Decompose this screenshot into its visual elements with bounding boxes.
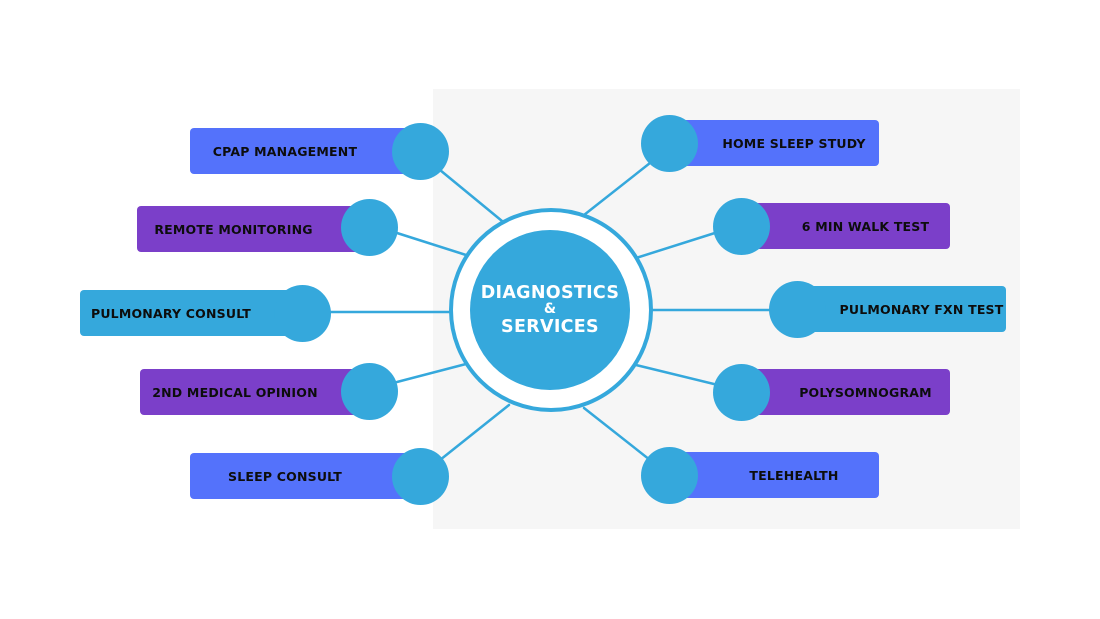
node-home-sleep-study	[641, 115, 698, 172]
connector-remote-monitoring	[395, 231, 468, 257]
node-sleep-consult	[392, 448, 449, 505]
service-label: PULMONARY FXN TEST	[839, 301, 1004, 317]
node-6-min-walk-test	[713, 198, 770, 255]
service-6-min-walk-test: 6 MIN WALK TEST	[741, 203, 950, 249]
node-remote-monitoring	[341, 199, 398, 256]
service-label: PULMONARY CONSULT	[90, 305, 252, 321]
node-cpap-management	[392, 123, 449, 180]
service-label: 6 MIN WALK TEST	[801, 218, 930, 234]
connector-polysomnogram	[634, 363, 720, 387]
service-label: 2ND MEDICAL OPINION	[152, 384, 318, 400]
service-label: HOME SLEEP STUDY	[722, 135, 866, 151]
service-label: REMOTE MONITORING	[154, 221, 313, 237]
service-label: CPAP MANAGEMENT	[212, 143, 358, 159]
service-sleep-consult: SLEEP CONSULT	[190, 453, 420, 499]
connector-telehealth	[582, 406, 652, 462]
node-2nd-medical-opinion	[341, 363, 398, 420]
service-label: TELEHEALTH	[749, 467, 839, 483]
service-label: SLEEP CONSULT	[228, 468, 342, 484]
hub-title-line1: DIAGNOSTICS	[480, 282, 620, 303]
connector-6-min-walk-test	[634, 230, 720, 260]
service-remote-monitoring: REMOTE MONITORING	[137, 206, 370, 252]
service-label: POLYSOMNOGRAM	[799, 384, 932, 400]
service-cpap-management: CPAP MANAGEMENT	[190, 128, 420, 174]
service-home-sleep-study: HOME SLEEP STUDY	[669, 120, 879, 166]
node-pulmonary-consult	[274, 285, 331, 342]
service-2nd-medical-opinion: 2ND MEDICAL OPINION	[140, 369, 370, 415]
service-pulmonary-consult: PULMONARY CONSULT	[80, 290, 302, 336]
service-telehealth: TELEHEALTH	[669, 452, 879, 498]
service-pulmonary-fxn-test: PULMONARY FXN TEST	[797, 286, 1006, 332]
hub-center: DIAGNOSTICS & SERVICES	[470, 230, 630, 390]
connector-cpap-management	[438, 168, 504, 223]
connector-sleep-consult	[438, 403, 511, 462]
node-telehealth	[641, 447, 698, 504]
hub-title-ampersand: &	[543, 301, 557, 318]
connector-2nd-medical-opinion	[395, 362, 468, 384]
service-polysomnogram: POLYSOMNOGRAM	[741, 369, 950, 415]
node-pulmonary-fxn-test	[769, 281, 826, 338]
connector-home-sleep-study	[582, 161, 652, 217]
node-polysomnogram	[713, 364, 770, 421]
hub-title-line2: SERVICES	[501, 316, 599, 337]
